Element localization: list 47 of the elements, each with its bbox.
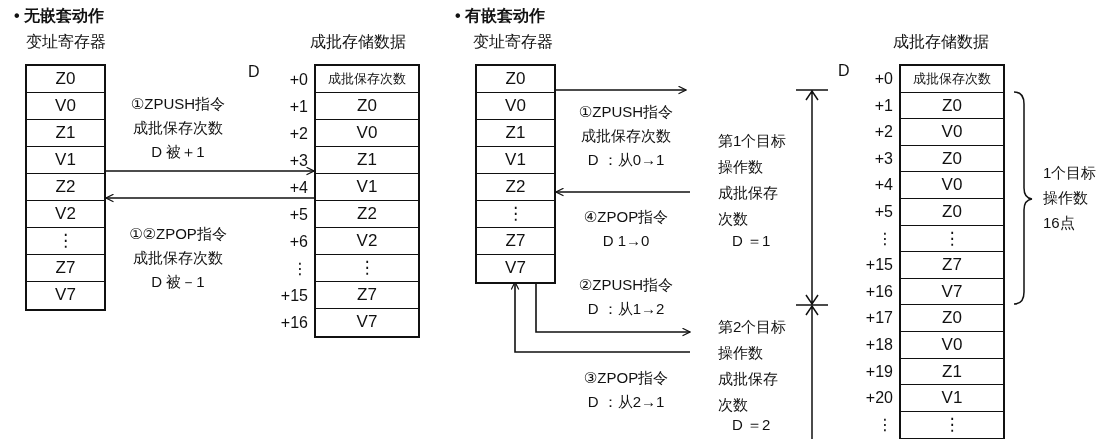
edge-label: ③ZPOP指令 D ：从2→1: [582, 368, 670, 412]
annotation-text: D ＝1: [732, 232, 771, 251]
column-heading: 成批存储数据: [893, 32, 989, 52]
section-title: • 无嵌套动作: [14, 6, 105, 26]
offset-label: +15: [865, 255, 893, 276]
edge-label: ①ZPUSH指令成批保存次数 D 被＋1: [129, 94, 227, 162]
device-label: D: [248, 62, 260, 82]
offset-label: +20: [865, 388, 893, 409]
edge-label: ①②ZPOP指令成批保存次数 D 被－1: [128, 224, 228, 292]
section-title: • 有嵌套动作: [455, 6, 546, 26]
column-heading: 变址寄存器: [473, 32, 553, 52]
column-heading: 成批存储数据: [310, 32, 406, 52]
offset-label: +16: [280, 313, 308, 333]
annotation-text: 第2个目标操作数成批保存次数: [718, 317, 788, 415]
edge-label: ④ZPOP指令 D 1→0: [582, 207, 670, 251]
offset-label: +6: [289, 232, 308, 252]
offset-label: +4: [289, 178, 308, 198]
offset-label: +3: [874, 148, 893, 169]
offset-label: +3: [289, 151, 308, 171]
offset-label: ⋮: [292, 259, 308, 279]
offset-label: +15: [280, 286, 308, 306]
offset-label: +2: [874, 122, 893, 143]
offset-label: +19: [865, 361, 893, 382]
offset-label: +18: [865, 335, 893, 355]
offset-label: +5: [874, 202, 893, 222]
offset-label: ⋮: [877, 414, 893, 435]
annotation-text: 1个目标操作数16点: [1043, 163, 1098, 233]
device-label: D: [838, 61, 850, 81]
annotation-text: 第1个目标操作数成批保存次数: [718, 131, 788, 229]
edge-label: ①ZPUSH指令成批保存次数 D ：从0→1: [577, 102, 675, 170]
offset-label: +1: [289, 97, 308, 117]
offset-label: ⋮: [877, 228, 893, 249]
arrow: [555, 187, 691, 197]
offset-label: +0: [874, 69, 893, 89]
arrow: [105, 193, 315, 203]
annotation-text: D ＝2: [732, 416, 771, 435]
offset-label: +5: [289, 205, 308, 225]
column-heading: 变址寄存器: [26, 32, 106, 52]
offset-label: +1: [874, 95, 893, 116]
offset-label: +0: [289, 70, 308, 90]
offset-label: +16: [865, 281, 893, 302]
arrow: [105, 166, 315, 176]
offset-label: +17: [865, 308, 893, 329]
arrow: [555, 85, 687, 95]
edge-label: ②ZPUSH指令 D ：从1→2: [577, 275, 675, 319]
offset-label: +4: [874, 175, 893, 196]
offset-label: +2: [289, 124, 308, 144]
